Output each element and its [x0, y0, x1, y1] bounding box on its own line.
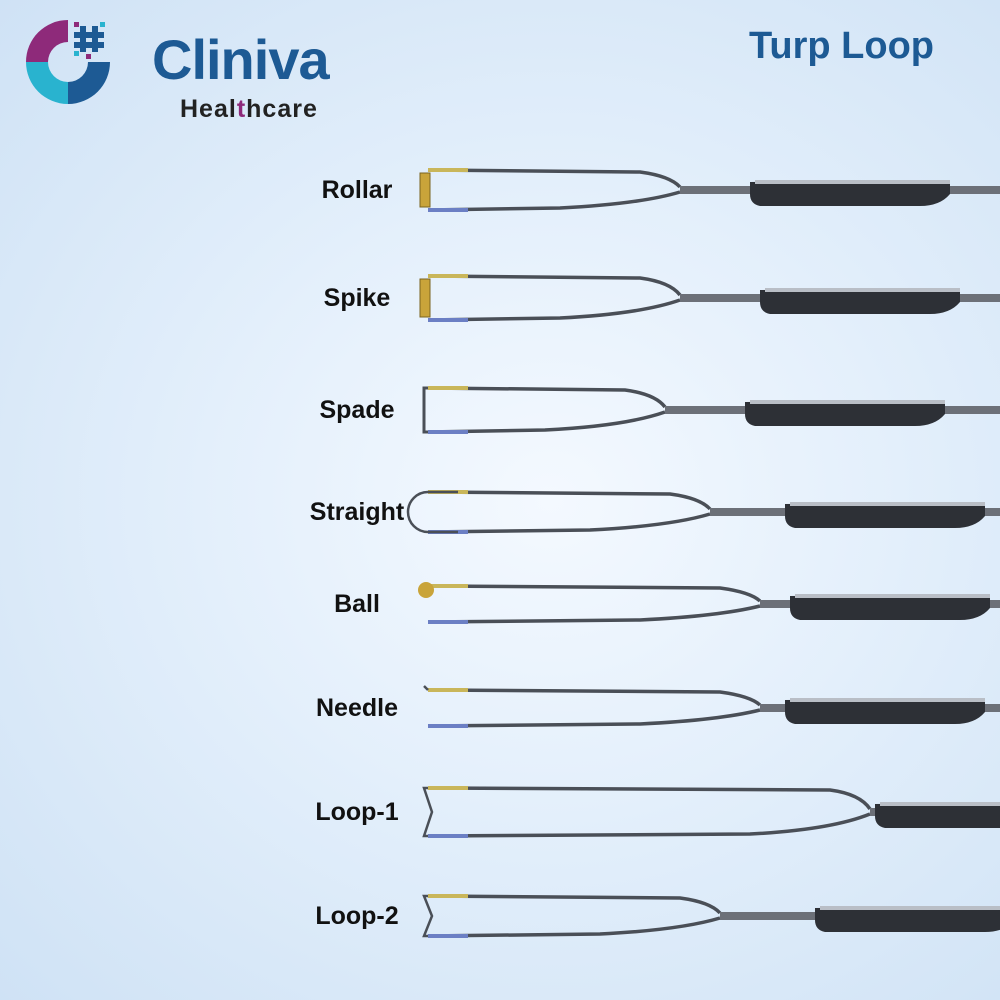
wire-loop: [427, 274, 682, 322]
loop-electrode: [422, 894, 434, 938]
page-title: Turp Loop: [748, 25, 934, 67]
wire-loop: [427, 894, 722, 938]
instrument-label: Spade: [319, 396, 395, 424]
brand-name: Cliniva: [152, 28, 330, 91]
ball-electrode: [418, 582, 434, 598]
instrument-label: Needle: [316, 694, 398, 722]
instrument-label: Spike: [323, 284, 391, 312]
instrument-label: Rollar: [321, 176, 393, 204]
wire-loop: [427, 168, 682, 212]
sheath: [875, 802, 1000, 828]
brand-subtitle: Healthcare: [180, 94, 318, 124]
sheath-highlight: [765, 288, 960, 292]
sheath-highlight: [790, 698, 985, 702]
wire-electrode: [406, 490, 458, 534]
needle-electrode: [423, 685, 429, 691]
wire-loop: [427, 490, 712, 534]
sheath-highlight: [755, 180, 950, 184]
sheath: [790, 594, 990, 620]
subtitle-cross: t: [236, 95, 247, 123]
wire-loop: [427, 584, 762, 624]
instrument-label: Loop-1: [315, 798, 399, 826]
sheath-highlight: [820, 906, 1000, 910]
sheath-highlight: [795, 594, 990, 598]
loop-electrode: [422, 786, 434, 838]
logo-mark-icon: [26, 20, 110, 104]
wire-loop: [427, 688, 762, 728]
sheath: [785, 502, 985, 528]
wire-loop: [427, 786, 872, 838]
instrument-label: Straight: [309, 498, 405, 526]
instrument-label: Ball: [334, 590, 380, 618]
sheath-highlight: [790, 502, 985, 506]
roller-electrode: [419, 172, 431, 208]
spade-electrode: [422, 386, 428, 434]
wire-loop: [427, 386, 667, 434]
instrument-label: Loop-2: [315, 902, 399, 930]
sheath: [750, 180, 950, 206]
sheath: [760, 288, 960, 314]
sheath: [745, 400, 945, 426]
sheath-highlight: [880, 802, 1000, 806]
sheath: [785, 698, 985, 724]
subtitle-part: hcare: [246, 95, 318, 123]
subtitle-part: Heal: [180, 95, 237, 123]
sheath: [815, 906, 1000, 932]
sheath-highlight: [750, 400, 945, 404]
brand-logo: Cliniva Healthcare: [22, 18, 352, 123]
spike-electrode: [419, 278, 431, 318]
